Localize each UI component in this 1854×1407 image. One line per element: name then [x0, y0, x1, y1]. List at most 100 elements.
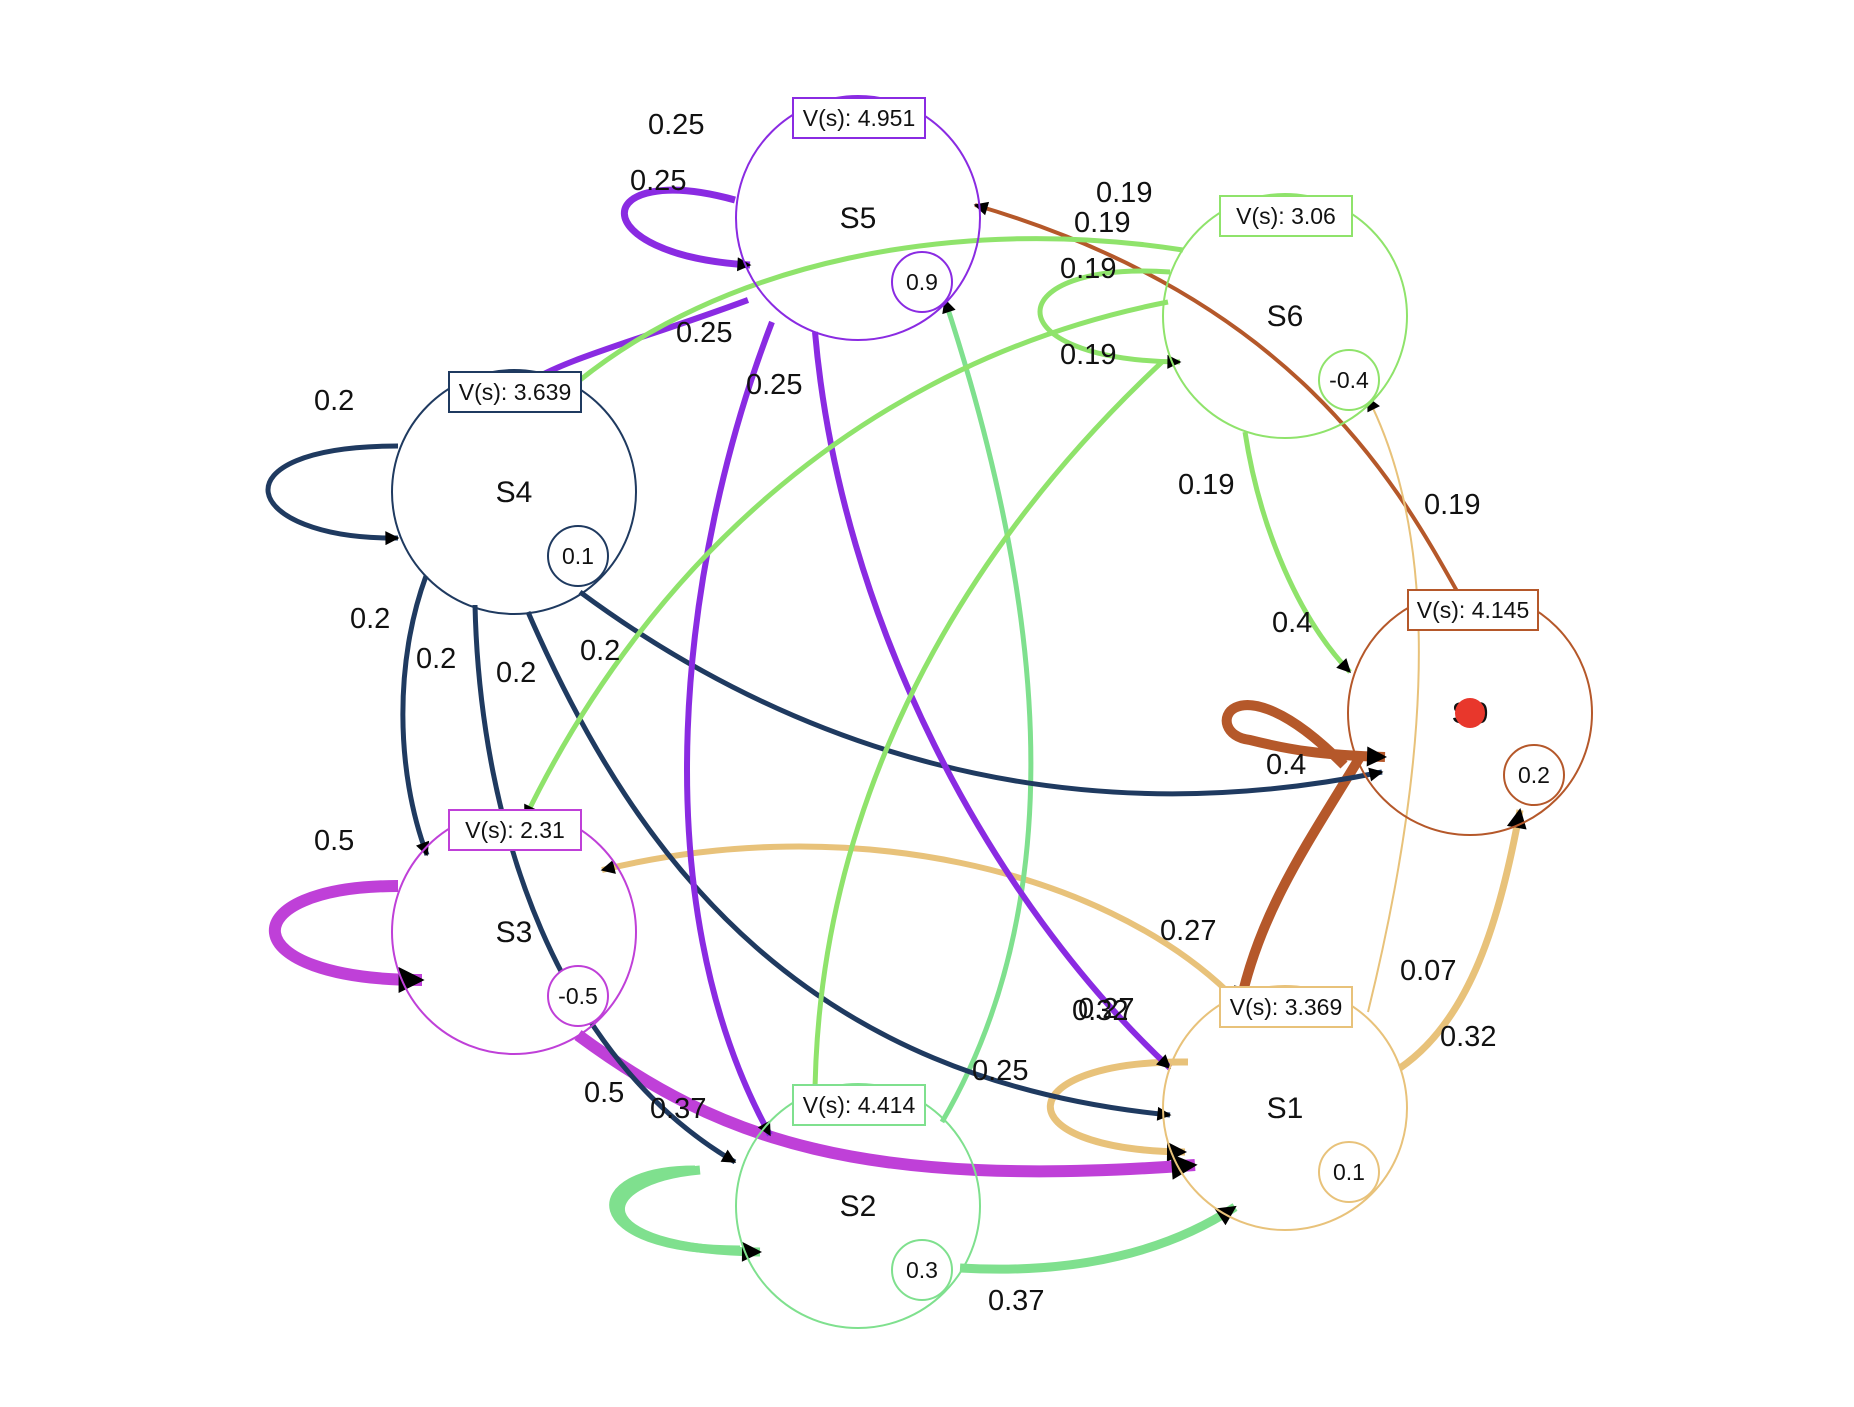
- reward-circle: [891, 1239, 953, 1301]
- value-text: V(s): 2.31: [465, 817, 565, 843]
- edge-s3-s3: [269, 880, 425, 993]
- prob-label-s5-s1: 0.32: [1072, 995, 1128, 1027]
- state-label: S2: [840, 1190, 877, 1223]
- prob-label-s4-s2: 0.2: [416, 643, 456, 675]
- value-box: [1219, 986, 1353, 1028]
- state-nodes: S0 0.2 V(s): 4.145 S1 0.1 V(s): 3.369 S2…: [391, 95, 1593, 1329]
- prob-label-s1-s0: 0.32: [1440, 1021, 1496, 1053]
- state-circle: [1162, 193, 1408, 439]
- prob-label-s6-s4: 0.25: [630, 165, 686, 197]
- edge-s4-s0: [578, 589, 1384, 797]
- edge-s6-s2: [807, 360, 1164, 1124]
- edge-s6-s6: [1037, 268, 1182, 369]
- state-node-s4[interactable]: S4 0.1 V(s): 3.639: [391, 369, 637, 615]
- state-label: S3: [496, 916, 533, 949]
- value-box: [1407, 589, 1539, 631]
- state-label: S1: [1267, 1092, 1304, 1125]
- value-text: V(s): 3.369: [1230, 994, 1343, 1020]
- prob-label-s0-s5: 0.19: [1096, 177, 1152, 209]
- transition-edges: [265, 186, 1527, 1274]
- edge-s1-s0: [1398, 808, 1527, 1071]
- edge-s4-s2: [472, 604, 737, 1165]
- prob-label-s4-s1: 0.2: [496, 657, 536, 689]
- edge-s6-s0: [1242, 431, 1352, 674]
- current-state-marker: [1455, 698, 1485, 728]
- value-text: V(s): 4.951: [803, 105, 916, 131]
- edge-s5-s5: [621, 186, 752, 272]
- prob-label-s4-s4: 0.2: [314, 385, 354, 417]
- edge-s2-s5: [939, 298, 1034, 1124]
- edge-s6-s4: [566, 236, 1184, 392]
- prob-label-s1-s6: 0.07: [1400, 955, 1456, 987]
- state-node-s0[interactable]: S0 0.2 V(s): 4.145: [1347, 589, 1593, 836]
- state-node-s3[interactable]: S3 -0.5 V(s): 2.31: [391, 809, 637, 1055]
- prob-label-s4-s3: 0.2: [350, 603, 390, 635]
- edge-s3-s1: [574, 1030, 1198, 1180]
- prob-label-s0-s1: 0.4: [1266, 749, 1306, 781]
- value-text: V(s): 3.639: [459, 379, 572, 405]
- prob-label-s6-s2: 0.19: [1074, 207, 1130, 239]
- edge-s0-s5: [973, 201, 1464, 601]
- state-node-s6[interactable]: S6 -0.4 V(s): 3.06: [1162, 193, 1408, 439]
- state-node-s2[interactable]: S2 0.3 V(s): 4.414: [735, 1083, 981, 1329]
- state-circle: [391, 369, 637, 615]
- edge-s5-s1: [812, 331, 1173, 1071]
- reward-circle: [547, 965, 609, 1027]
- state-label: S4: [496, 476, 533, 509]
- prob-label-s3-s1: 0.5: [584, 1077, 624, 1109]
- edge-s6-s3: [522, 299, 1169, 820]
- state-label: S5: [840, 202, 877, 235]
- reward-text: 0.3: [906, 1257, 938, 1283]
- prob-label-s2-s1: 0.37: [988, 1285, 1044, 1317]
- state-circle: [735, 95, 981, 341]
- prob-label-s6-s6: 0.19: [1060, 339, 1116, 371]
- reward-circle: [547, 525, 609, 587]
- edge-s4-s3: [400, 575, 430, 857]
- edge-s2-s2: [609, 1165, 741, 1255]
- value-text: V(s): 4.145: [1417, 597, 1530, 623]
- value-box: [792, 97, 926, 139]
- prob-label-s1-s1: 0.27: [1160, 915, 1216, 947]
- reward-text: -0.5: [558, 983, 598, 1009]
- edge-s5-s2: [684, 320, 775, 1137]
- prob-label-s4-s0: 0.2: [580, 635, 620, 667]
- state-label: S6: [1267, 300, 1304, 333]
- edge-s2-s1: [959, 1203, 1238, 1274]
- value-box: [792, 1084, 926, 1126]
- value-text: V(s): 4.414: [803, 1092, 916, 1118]
- edge-s0-s1: [1233, 754, 1365, 1007]
- state-node-s1[interactable]: S1 0.1 V(s): 3.369: [1162, 985, 1408, 1231]
- reward-text: 0.9: [906, 269, 938, 295]
- reward-text: 0.2: [1518, 762, 1550, 788]
- prob-label-s5-s4: 0.25: [676, 317, 732, 349]
- reward-circle: [1318, 1141, 1380, 1203]
- edge-s1-s1: [1046, 1058, 1189, 1162]
- value-text: V(s): 3.06: [1236, 203, 1336, 229]
- state-node-s5[interactable]: S5 0.9 V(s): 4.951: [735, 95, 981, 341]
- edge-s1-s6: [1367, 396, 1420, 1013]
- prob-label-s2-s2: 0.37: [650, 1093, 706, 1125]
- reward-circle: [1503, 744, 1565, 806]
- prob-label-s6-s0: 0.19: [1178, 469, 1234, 501]
- prob-label-s0-s0: 0.4: [1272, 607, 1312, 639]
- reward-text: -0.4: [1329, 367, 1369, 393]
- reward-text: 0.1: [1333, 1159, 1365, 1185]
- value-box: [1219, 195, 1353, 237]
- prob-label-s2-s5: 0.25: [972, 1055, 1028, 1087]
- value-box: [448, 809, 582, 851]
- value-box: [448, 371, 582, 413]
- edge-s2-s2-tail: [615, 1165, 762, 1262]
- prob-label-s6-s3: 0.19: [1060, 253, 1116, 285]
- edge-s4-s4: [265, 443, 400, 546]
- reward-circle: [1318, 349, 1380, 411]
- prob-label-s5-s2: 0.25: [746, 369, 802, 401]
- prob-label-s0-s5-b: 0.19: [1424, 489, 1480, 521]
- reward-text: 0.1: [562, 543, 594, 569]
- edge-s1-s3: [600, 843, 1231, 995]
- edge-s0-s0: [1221, 700, 1387, 769]
- prob-label-s5-s5-a: 0.25: [648, 109, 704, 141]
- reward-circle: [891, 251, 953, 313]
- transition-probability-labels: 0.4 0.4 0.19 0.27 0.32 0.27 0.07 0.37 0.…: [314, 109, 1496, 1317]
- prob-label-s1-s3: 0.27: [1078, 993, 1134, 1025]
